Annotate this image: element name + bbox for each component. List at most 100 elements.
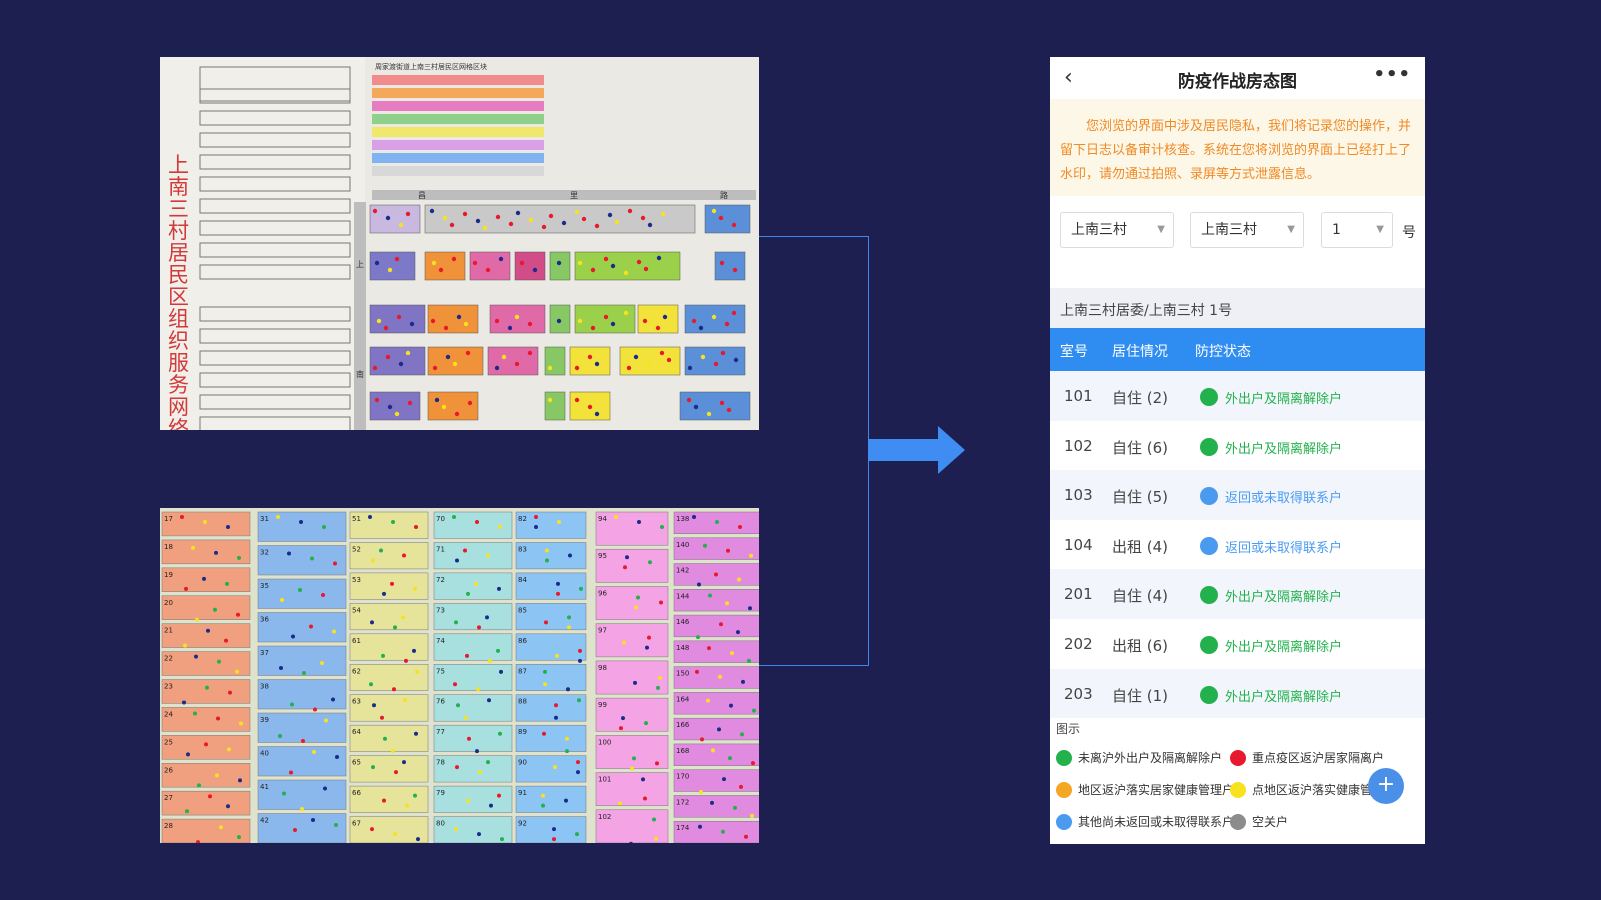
- legend-item: 未离沪外出户及隔离解除户: [1056, 749, 1222, 766]
- control-status: 外出户及隔离解除户: [1225, 590, 1343, 606]
- building-select-value: 1: [1332, 222, 1341, 238]
- road-label-li: 里: [570, 191, 578, 200]
- room-number: 104: [1064, 535, 1093, 554]
- community-select[interactable]: 上南三村 ▼: [1060, 212, 1174, 248]
- legend-label: 其他尚未返回或未取得联系户: [1078, 815, 1235, 829]
- building-number: 53: [352, 576, 361, 584]
- cards-drawing: 1718192021222324252627283132353637383940…: [160, 508, 759, 843]
- phone-screen: ‹ 防疫作战房态图 ••• 您浏览的界面中涉及居民隐私，我们将记录您的操作，并留…: [1050, 57, 1425, 844]
- building-number: 87: [518, 667, 527, 675]
- building-number: 51: [352, 515, 361, 523]
- add-fab-button[interactable]: +: [1368, 768, 1404, 804]
- building-number: 90: [518, 759, 527, 767]
- header-room: 室号: [1060, 344, 1088, 360]
- building-number: 101: [598, 776, 611, 784]
- status-dot-icon: [1200, 437, 1218, 456]
- community-select-value: 上南三村: [1071, 222, 1127, 238]
- building-number: 172: [676, 798, 689, 806]
- page-title: 防疫作战房态图: [1178, 72, 1297, 92]
- connector-line: [759, 236, 869, 666]
- building-number: 39: [260, 716, 269, 724]
- building-number: 38: [260, 683, 269, 691]
- building-number: 77: [436, 728, 445, 736]
- building-number: 36: [260, 616, 269, 624]
- building-number: 31: [260, 515, 269, 523]
- building-number: 91: [518, 789, 527, 797]
- status-dot-icon: [1200, 635, 1218, 654]
- caret-down-icon: ▼: [1157, 224, 1165, 235]
- building-number: 138: [676, 515, 689, 523]
- building-number: 27: [164, 794, 173, 802]
- privacy-notice: 您浏览的界面中涉及居民隐私，我们将记录您的操作，并留下日志以备审计核查。系统在您…: [1050, 99, 1425, 196]
- building-number: 80: [436, 820, 445, 828]
- status-dot-icon: [1200, 388, 1218, 406]
- residence-status: 自住 (5): [1112, 488, 1169, 507]
- building-number: 146: [676, 618, 690, 626]
- building-number: 17: [164, 515, 173, 523]
- building-number: 102: [598, 813, 611, 821]
- more-menu-icon[interactable]: •••: [1373, 64, 1411, 85]
- building-number: 82: [518, 515, 527, 523]
- table-header: 室号 居住情况 防控状态: [1050, 328, 1425, 371]
- village-select-value: 上南三村: [1201, 222, 1257, 238]
- legend-item: 空关户: [1230, 813, 1288, 830]
- building-number: 100: [598, 738, 611, 746]
- building-number: 22: [164, 655, 173, 663]
- legend-item: 重点疫区返沪居家隔离户: [1230, 749, 1384, 766]
- building-number: 20: [164, 599, 173, 607]
- building-number: 74: [436, 637, 445, 645]
- arrow-right-icon: [868, 426, 965, 474]
- building-number: 166: [676, 721, 690, 729]
- building-number: 61: [352, 637, 361, 645]
- status-dot-icon: [1200, 487, 1218, 506]
- building-number: 92: [518, 820, 527, 828]
- building-number: 25: [164, 738, 173, 746]
- board-title: 周家渡街道上南三村居民区网格区块: [375, 62, 487, 71]
- room-number: 101: [1064, 387, 1093, 405]
- building-number: 76: [436, 698, 445, 706]
- caret-down-icon: ▼: [1287, 224, 1295, 235]
- plus-icon: +: [1376, 772, 1396, 797]
- filter-bar: 上南三村 ▼ 上南三村 ▼ 1 ▼ 号: [1050, 196, 1425, 288]
- road-label-chang: 昌: [418, 191, 426, 200]
- building-number: 18: [164, 543, 173, 551]
- control-status: 返回或未取得联系户: [1225, 540, 1343, 556]
- header-residence: 居住情况: [1112, 344, 1168, 360]
- room-number: 202: [1064, 634, 1093, 653]
- building-number: 71: [436, 545, 445, 553]
- table-row[interactable]: 104 出租 (4) 返回或未取得联系户: [1050, 520, 1425, 570]
- legend-dot-icon: [1230, 781, 1246, 798]
- road-label-lu: 路: [720, 190, 728, 200]
- back-chevron-icon[interactable]: ‹: [1064, 65, 1073, 90]
- building-suffix: 号: [1402, 225, 1416, 241]
- building-number: 168: [676, 747, 689, 755]
- building-number: 54: [352, 606, 361, 614]
- building-number: 32: [260, 549, 269, 557]
- nav-bar: ‹ 防疫作战房态图 •••: [1050, 57, 1425, 99]
- room-number: 203: [1064, 684, 1093, 703]
- status-dot-icon: [1200, 536, 1218, 555]
- residence-status: 出租 (4): [1112, 537, 1169, 556]
- residence-status: 自住 (6): [1112, 438, 1169, 457]
- village-select[interactable]: 上南三村 ▼: [1190, 212, 1304, 248]
- building-number: 24: [164, 710, 173, 718]
- building-number: 62: [352, 667, 361, 675]
- building-number: 170: [676, 773, 689, 781]
- building-number: 89: [518, 728, 527, 736]
- building-number: 40: [260, 750, 269, 758]
- legend-item: 点地区返沪落实健康管: [1230, 781, 1372, 798]
- building-number: 97: [598, 627, 607, 635]
- legend-label: 重点疫区返沪居家隔离户: [1252, 751, 1385, 765]
- building-number: 63: [352, 698, 361, 706]
- legend-dot-icon: [1056, 813, 1072, 830]
- building-number: 28: [164, 822, 173, 830]
- building-select[interactable]: 1 ▼: [1321, 212, 1393, 248]
